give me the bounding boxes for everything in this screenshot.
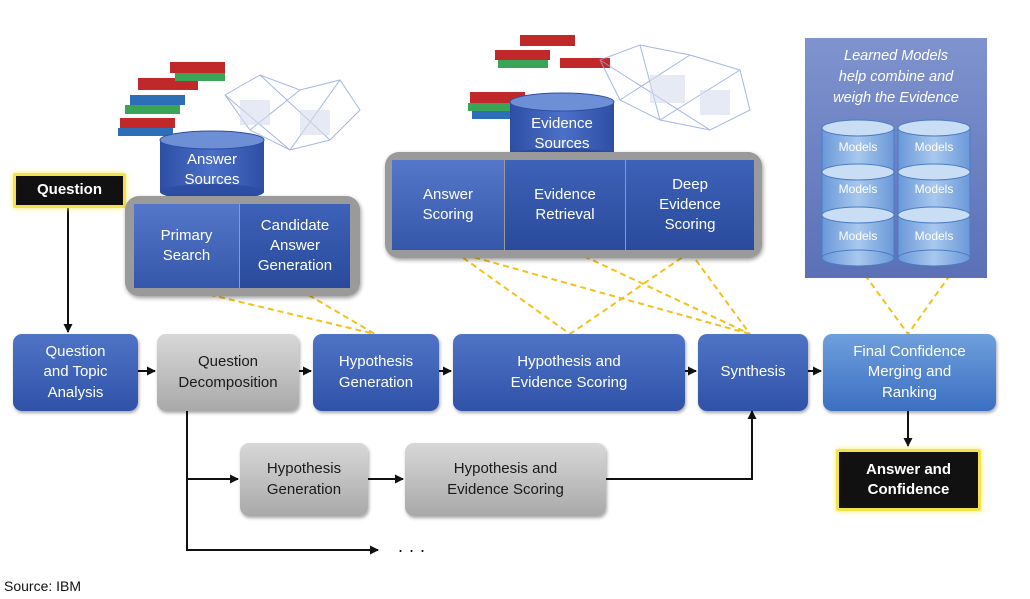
hypothesis-generation-branch-box: Hypothesis Generation [240,443,368,516]
models-label-6: Models [914,228,954,243]
question-topic-analysis-box: Question and Topic Analysis [13,334,138,411]
network-left-illustration [224,74,361,151]
books-left-illustration [118,62,225,136]
models-label-3: Models [838,181,878,196]
models-label-1: Models [838,139,878,154]
more-branches-ellipsis: ... [398,536,432,556]
answer-scoring-cell: Answer Scoring [392,160,504,250]
dashed-links [189,251,951,335]
hypothesis-evidence-scoring-branch-box: Hypothesis and Evidence Scoring [405,443,606,516]
source-caption: Source: IBM [4,578,82,594]
models-label-2: Models [914,139,954,154]
models-label-4: Models [914,181,954,196]
models-label-5: Models [838,228,878,243]
deep-evidence-scoring-cell: Deep Evidence Scoring [626,160,754,250]
question-decomposition-box: Question Decomposition [157,334,299,411]
final-confidence-box: Final Confidence Merging and Ranking [823,334,996,411]
primary-search-cell: Primary Search [134,204,239,288]
answer-sources-label: Answer Sources [184,150,240,188]
hypothesis-evidence-scoring-box: Hypothesis and Evidence Scoring [453,334,685,411]
question-box: Question [13,173,126,208]
synthesis-box: Synthesis [698,334,808,411]
hypothesis-generation-box: Hypothesis Generation [313,334,439,411]
evidence-sources-label: Evidence Sources [531,114,593,152]
learned-models-title: Learned Models help combine and weigh th… [833,48,959,107]
network-right-illustration [599,44,751,131]
answer-sources-cylinder [159,130,265,200]
candidate-answer-generation-cell: Candidate Answer Generation [240,204,350,288]
books-right-illustration [468,35,610,119]
answer-confidence-box: Answer and Confidence [836,449,981,511]
evidence-retrieval-cell: Evidence Retrieval [505,160,625,250]
